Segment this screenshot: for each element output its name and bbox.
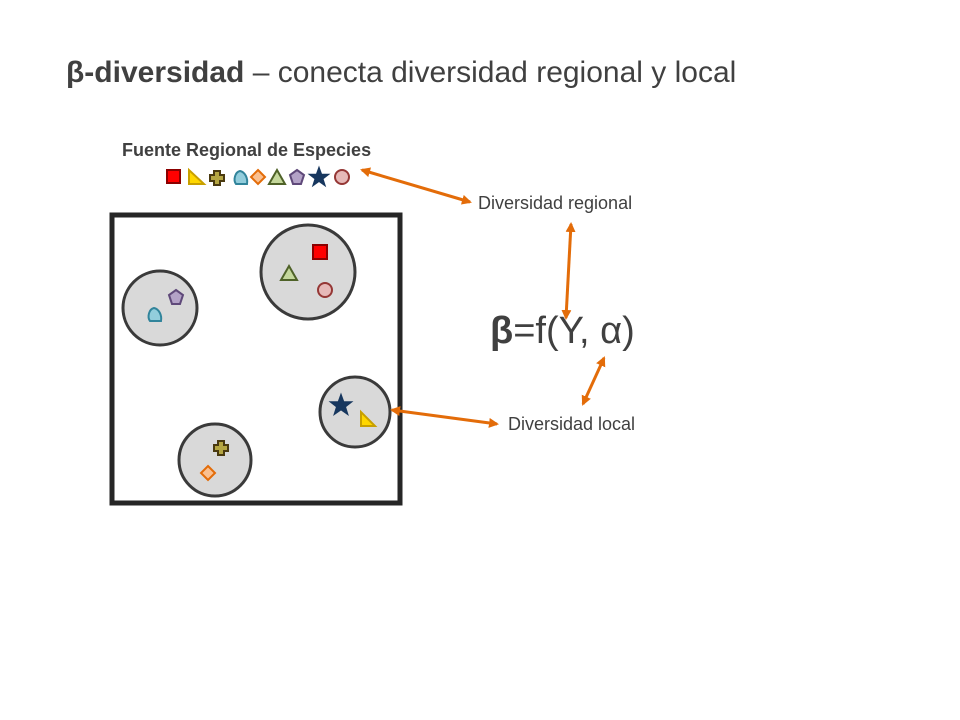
- brown-circle-icon: [334, 169, 350, 185]
- local-community-3: [318, 375, 392, 449]
- yellow-right-triangle-icon: [188, 167, 207, 185]
- local-community-circle: [259, 223, 357, 321]
- arrow-pool-to-regional: [360, 167, 472, 205]
- local-community-2: [121, 269, 199, 347]
- arrow-formula-to-local: [581, 356, 606, 406]
- orange-diamond-icon: [199, 464, 217, 482]
- title-rest: – conecta diversidad regional y local: [244, 56, 737, 89]
- local-community-circle: [121, 269, 199, 347]
- navy-star-icon: [328, 392, 354, 416]
- brown-circle-icon: [317, 282, 333, 298]
- teal-drop-icon: [147, 306, 163, 322]
- species-pool-row: [166, 165, 350, 188]
- regional-pool-label: Fuente Regional de Especies: [122, 140, 372, 160]
- green-triangle-icon: [267, 167, 287, 185]
- teal-drop-icon: [233, 169, 249, 185]
- yellow-right-triangle-icon: [360, 409, 378, 427]
- region-box: [109, 212, 403, 506]
- olive-cross-icon: [213, 440, 229, 456]
- arrow-regional-to-formula: [561, 222, 576, 320]
- regional-diversity-label: Diversidad regional: [478, 193, 633, 213]
- green-triangle-icon: [279, 263, 299, 281]
- local-community-1: [259, 223, 357, 321]
- local-community-circle: [177, 422, 253, 498]
- olive-cross-icon: [209, 170, 225, 186]
- title-bold: β-diversidad: [66, 56, 245, 89]
- local-community-circle: [318, 375, 392, 449]
- local-community-4: [177, 422, 253, 498]
- red-square-icon: [312, 244, 328, 260]
- purple-pentagon-icon: [288, 168, 306, 185]
- local-diversity-label: Diversidad local: [508, 414, 636, 434]
- formula-beta: β: [490, 310, 514, 352]
- purple-pentagon-icon: [167, 288, 185, 305]
- red-square-icon: [166, 169, 181, 184]
- navy-star-icon: [307, 165, 331, 188]
- arrow-community-to-local: [390, 406, 499, 428]
- slide-title: β-diversidad – conecta diversidad region…: [66, 56, 736, 90]
- orange-diamond-icon: [249, 168, 267, 186]
